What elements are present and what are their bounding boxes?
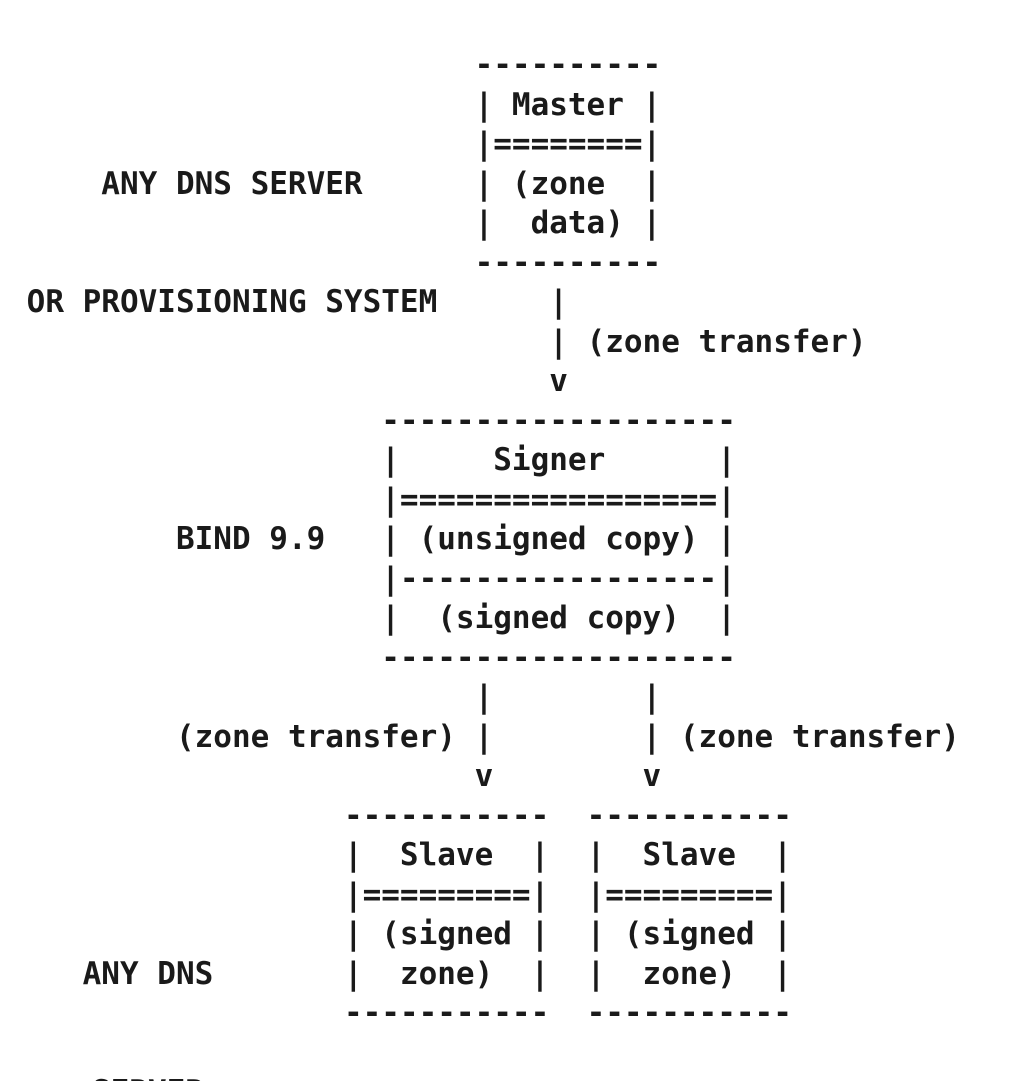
zone-transfer-arrow-master-to-signer: | | v [549,284,568,399]
slave-box-right: ----------- | Slave | |=========| | (sig… [586,797,792,1032]
slave-box-left: ----------- | Slave | |=========| | (sig… [343,797,550,1032]
signer-box: ------------------- | Signer | |========… [381,402,736,676]
bind-version-label: BIND 9.9 [175,521,326,557]
zone-transfer-arrow-signer-to-slave-right: | | v [642,679,662,794]
master-box: ---------- | Master | |========| | (zone… [474,47,662,281]
any-dns-server-label-line1: ANY DNS [82,955,214,992]
any-dns-server-label-line2: SERVER [83,1073,214,1081]
provisioning-system-label-line2: OR PROVISIONING SYSTEM [26,284,438,320]
zone-transfer-label-top: (zone transfer) [586,323,867,360]
zone-transfer-arrow-signer-to-slave-left: | | v [474,679,494,794]
provisioning-system-label: ANY DNS SERVER OR PROVISIONING SYSTEM [27,86,438,402]
zone-transfer-label-left: (zone transfer) [175,718,456,755]
provisioning-system-label-line1: ANY DNS SERVER [101,165,363,202]
any-dns-server-label: ANY DNS SERVER [83,876,214,1081]
zone-transfer-label-right: (zone transfer) [679,718,960,755]
